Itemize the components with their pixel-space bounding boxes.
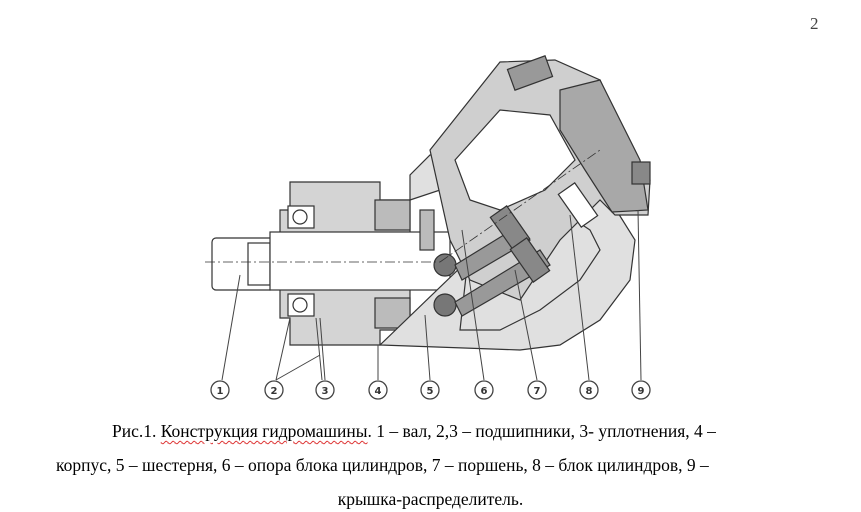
callout-3: 3	[315, 380, 335, 400]
hydraulic-machine-drawing: 1 2 3 4 5 6 7 8 9	[205, 55, 651, 400]
callout-9: 9	[631, 380, 651, 400]
callout-8: 8	[579, 380, 599, 400]
callouts: 1 2 3 4 5 6 7 8 9	[210, 380, 651, 400]
ball-joint	[433, 253, 457, 277]
caption-line-1-rest: . 1 – вал, 2,3 – подшипники, 3- уплотнен…	[367, 421, 716, 441]
svg-text:3: 3	[322, 386, 329, 397]
callout-4: 4	[368, 380, 388, 400]
caption-line-1: Рис.1. Конструкция гидромашины. 1 – вал,…	[112, 421, 716, 442]
cover-distributor	[559, 79, 649, 213]
caption-line-2: корпус, 5 – шестерня, 6 – опора блока ци…	[56, 455, 709, 475]
callout-6: 6	[474, 380, 494, 400]
svg-text:4: 4	[375, 386, 382, 397]
svg-text:7: 7	[534, 386, 541, 397]
page-number: 2	[810, 14, 819, 33]
svg-text:5: 5	[427, 386, 434, 397]
svg-text:1: 1	[217, 386, 224, 397]
caption-line-3: крышка-распределитель.	[337, 489, 524, 509]
callout-2: 2	[264, 380, 284, 400]
caption-title-misspelled: Конструкция гидромашины	[160, 421, 368, 441]
callout-5: 5	[420, 380, 440, 400]
svg-text:9: 9	[638, 386, 645, 397]
svg-text:6: 6	[481, 386, 488, 397]
svg-text:2: 2	[271, 386, 278, 397]
callout-7: 7	[527, 380, 547, 400]
callout-1: 1	[210, 380, 230, 400]
caption-prefix: Рис.1.	[112, 421, 161, 441]
svg-text:8: 8	[586, 386, 593, 397]
